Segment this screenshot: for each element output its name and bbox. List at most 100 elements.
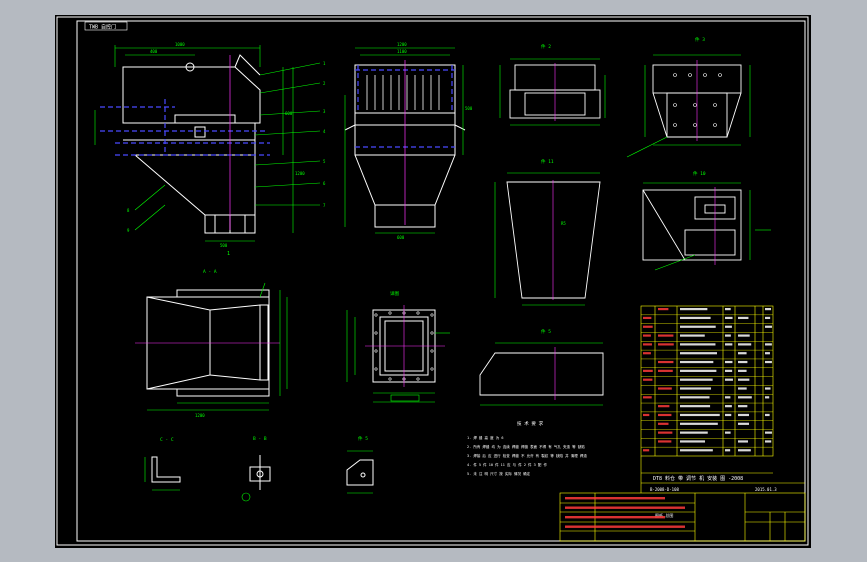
parts-cell-glyphs — [643, 334, 651, 336]
part-11-view — [507, 182, 600, 298]
part-5b-view — [347, 460, 373, 485]
parts-cell-glyphs — [738, 379, 749, 381]
parts-cell-glyphs — [765, 343, 772, 345]
part-3-holes — [674, 74, 722, 127]
parts-cell-glyphs — [680, 414, 720, 416]
svg-text:5: 5 — [323, 159, 326, 164]
front-view-dim-labels: 1000 400 600 1200 500 1 2 3 4 5 6 7 8 9 — [127, 42, 326, 248]
part-11-label: 件 11 — [541, 158, 554, 165]
parts-cell-glyphs — [658, 432, 672, 434]
svg-text:500: 500 — [220, 243, 228, 248]
parts-cell-glyphs — [738, 440, 748, 442]
bb-balloon — [242, 493, 250, 501]
note-1: 1. 焊 缝 高 度 为 6 — [467, 435, 503, 440]
parts-cell-glyphs — [658, 405, 669, 407]
parts-cell-glyphs — [765, 440, 771, 442]
svg-text:1100: 1100 — [397, 49, 407, 54]
view-detail-label: 详图 — [390, 290, 399, 297]
parts-cell-glyphs — [765, 308, 771, 310]
svg-text:8: 8 — [127, 208, 130, 213]
note-4: 4. 件 5 件 10 件 11 应 与 件 2 件 3 配 作 — [467, 462, 547, 467]
parts-cell-glyphs — [658, 387, 672, 389]
part-3-label: 件 3 — [695, 36, 705, 43]
part-10-label: 件 10 — [693, 170, 706, 177]
parts-cell-glyphs — [738, 334, 750, 336]
parts-cell-glyphs — [765, 361, 772, 363]
parts-cell-glyphs — [765, 432, 772, 434]
parts-cell-glyphs — [725, 343, 732, 345]
parts-cell-glyphs — [765, 396, 769, 398]
parts-cell-glyphs — [738, 343, 751, 345]
stamp-box: TWB 自控门 — [85, 22, 127, 31]
section-cc-dims — [145, 457, 180, 490]
parts-cell-glyphs — [643, 352, 651, 354]
parts-cell-glyphs — [765, 414, 770, 416]
svg-text:2: 2 — [323, 81, 326, 86]
note-2: 2. 所有 焊缝 均 为 连续 焊缝 焊缝 表面 不得 有 气孔 夹渣 等 缺陷 — [467, 444, 585, 449]
parts-cell-glyphs — [725, 317, 733, 319]
part-5-dims — [480, 343, 603, 405]
side-view-slats — [367, 75, 439, 110]
front-view — [123, 55, 260, 233]
parts-cell-glyphs — [738, 361, 747, 363]
parts-cell-glyphs — [725, 370, 732, 372]
parts-cell-glyphs — [765, 387, 771, 389]
part-2-label: 件 2 — [541, 43, 551, 50]
parts-cell-glyphs — [680, 326, 716, 328]
parts-cell-glyphs — [738, 414, 749, 416]
parts-cell-glyphs — [738, 387, 747, 389]
parts-cell-glyphs — [658, 308, 668, 310]
parts-cell-glyphs — [643, 414, 649, 416]
part-5-label: 件 5 — [541, 328, 551, 335]
part-5b-dims — [347, 451, 373, 493]
svg-text:3: 3 — [323, 109, 326, 114]
svg-text:500: 500 — [465, 106, 473, 111]
parts-cell-glyphs — [680, 361, 713, 363]
parts-cell-glyphs — [725, 326, 732, 328]
part-10-dims — [643, 183, 771, 270]
parts-cell-glyphs — [643, 343, 652, 345]
title-block-glyphs — [565, 497, 665, 499]
detail-dim-box — [391, 395, 419, 401]
part-3-dims — [627, 55, 750, 157]
parts-cell-glyphs — [680, 423, 718, 425]
stamp-text: TWB 自控门 — [89, 24, 116, 31]
parts-cell-glyphs — [738, 423, 749, 425]
title-block-glyphs — [565, 507, 685, 509]
svg-text:9: 9 — [127, 228, 130, 233]
svg-text:6: 6 — [323, 181, 326, 186]
parts-cell-glyphs — [643, 396, 652, 398]
part-10-view — [643, 190, 741, 260]
parts-cell-glyphs — [658, 414, 671, 416]
part-5b-label: 件 5 — [358, 435, 368, 442]
parts-cell-glyphs — [725, 379, 733, 381]
parts-cell-glyphs — [738, 449, 751, 451]
svg-text:4: 4 — [323, 129, 326, 134]
parts-cell-glyphs — [680, 370, 716, 372]
parts-cell-glyphs — [738, 317, 748, 319]
parts-cell-glyphs — [680, 387, 711, 389]
title-block-glyphs — [565, 516, 665, 518]
parts-cell-glyphs — [643, 370, 653, 372]
parts-cell-glyphs — [680, 405, 710, 407]
parts-cell-glyphs — [680, 449, 713, 451]
drawing-canvas[interactable]: TWB 自控门 — [55, 15, 811, 548]
parts-cell-glyphs — [765, 352, 770, 354]
parts-cell-glyphs — [643, 379, 652, 381]
parts-list-text — [643, 308, 772, 451]
part-11-dim: R5 — [561, 221, 566, 226]
parts-cell-glyphs — [658, 440, 671, 442]
parts-cell-glyphs — [725, 414, 731, 416]
part-5-view — [480, 353, 603, 395]
svg-text:600: 600 — [397, 235, 405, 240]
parts-cell-glyphs — [680, 379, 713, 381]
notes-list: 1. 焊 缝 高 度 为 6 2. 所有 焊缝 均 为 连续 焊缝 焊缝 表面 … — [467, 435, 587, 476]
svg-text:1: 1 — [323, 61, 326, 66]
parts-cell-glyphs — [738, 352, 747, 354]
note-5: 5. 未 注 明 尺寸 按 实际 情况 确定 — [467, 471, 531, 476]
parts-cell-glyphs — [658, 361, 673, 363]
parts-cell-glyphs — [765, 317, 770, 319]
title-date: 2015.01.3 — [755, 487, 777, 492]
parts-cell-glyphs — [658, 343, 674, 345]
